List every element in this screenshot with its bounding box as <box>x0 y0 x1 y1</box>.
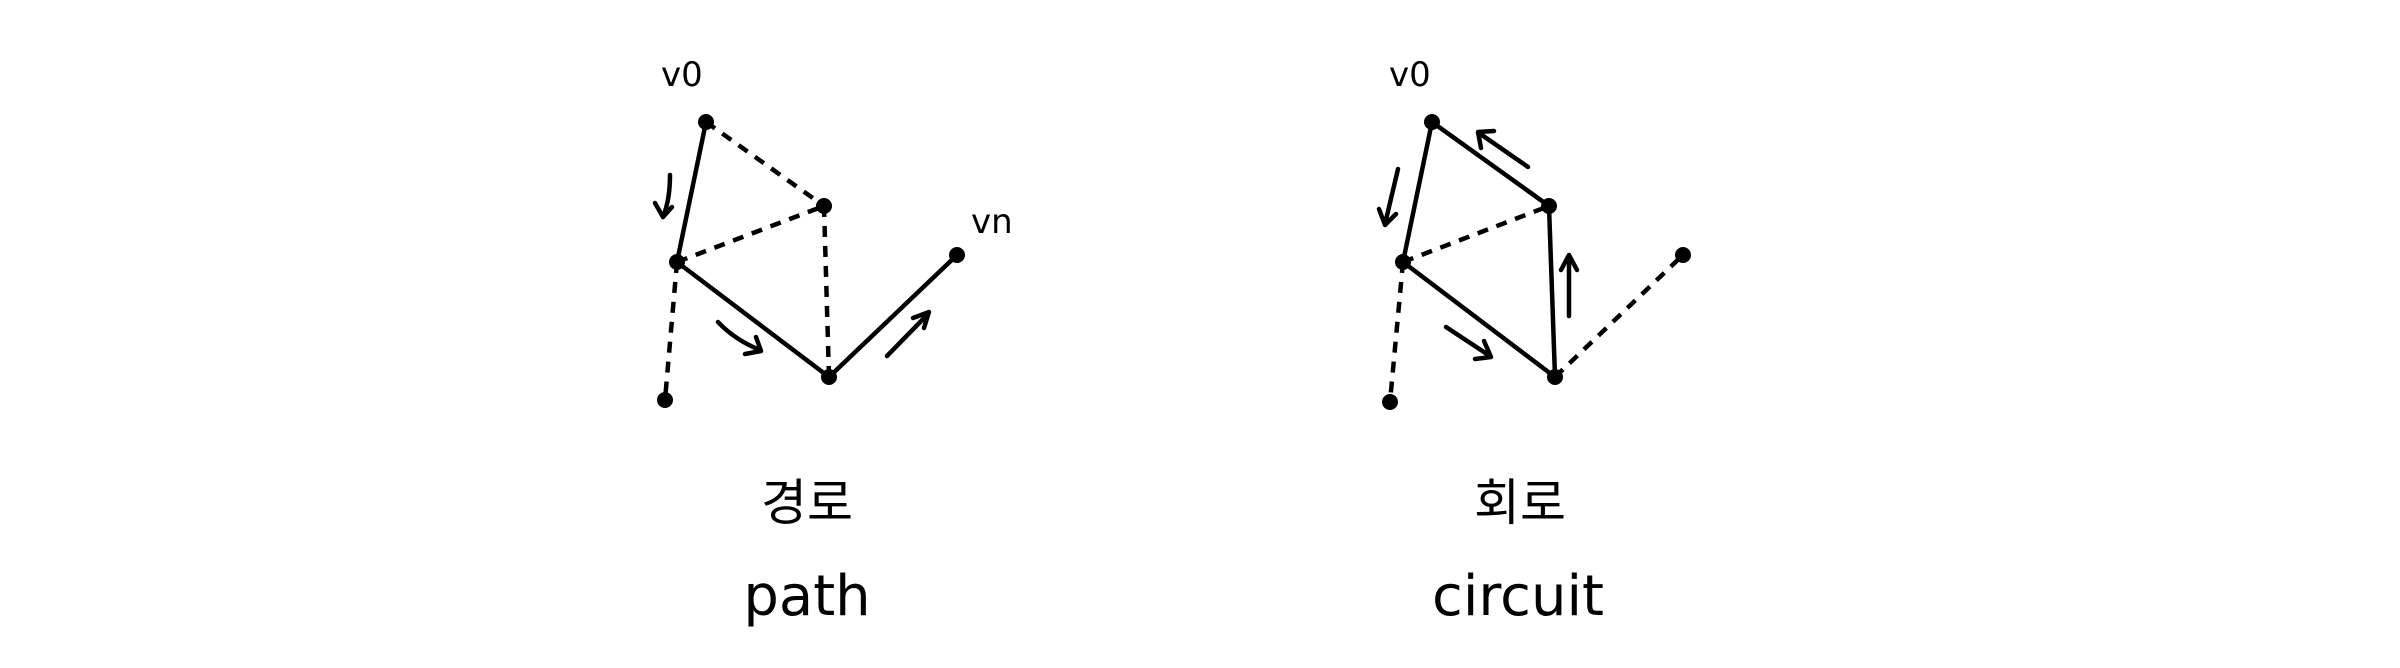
edge-path <box>674 259 832 380</box>
direction-arrow-icon <box>1376 166 1401 228</box>
vertex <box>1675 247 1691 263</box>
edge-dashed <box>821 205 832 378</box>
label-v0: v0 <box>661 55 703 95</box>
edge-circuit <box>1546 203 1558 380</box>
circuit-diagram: v0 회로 circuit <box>1376 55 1691 629</box>
vertex <box>657 392 673 408</box>
edge-circuit <box>1400 259 1558 380</box>
path-diagram: v0 vn 경로 path <box>652 55 1013 629</box>
direction-arrow-icon <box>715 319 764 357</box>
vertex-v0 <box>1424 114 1440 130</box>
caption-korean: 경로 <box>761 474 853 532</box>
vertex-v0 <box>698 114 714 130</box>
vertex <box>1395 254 1411 270</box>
label-v0: v0 <box>1389 55 1431 95</box>
edge-circuit <box>1400 119 1435 265</box>
caption-korean: 회로 <box>1474 474 1566 532</box>
vertex <box>1547 369 1563 385</box>
edge-dashed <box>1387 261 1406 403</box>
direction-arrow-icon <box>884 309 932 359</box>
edge-circuit <box>1429 119 1552 209</box>
vertex <box>669 254 685 270</box>
label-vn: vn <box>971 202 1013 242</box>
vertex <box>821 369 837 385</box>
edge-dashed <box>662 261 680 401</box>
direction-arrow-icon <box>1475 128 1531 170</box>
vertex-vn <box>949 247 965 263</box>
direction-arrow-icon <box>1558 252 1580 319</box>
edge-dashed <box>704 120 826 208</box>
vertex <box>816 198 832 214</box>
vertex <box>1382 394 1398 410</box>
edge-dashed <box>676 203 825 265</box>
direction-arrow-icon <box>1443 324 1494 362</box>
edge-path <box>674 119 709 265</box>
vertex <box>1541 198 1557 214</box>
edge-path <box>826 252 960 380</box>
edge-dashed <box>1553 253 1685 379</box>
caption-english: circuit <box>1432 564 1604 629</box>
direction-arrow-icon <box>652 172 675 220</box>
caption-english: path <box>743 564 870 629</box>
edge-dashed <box>1402 203 1550 265</box>
